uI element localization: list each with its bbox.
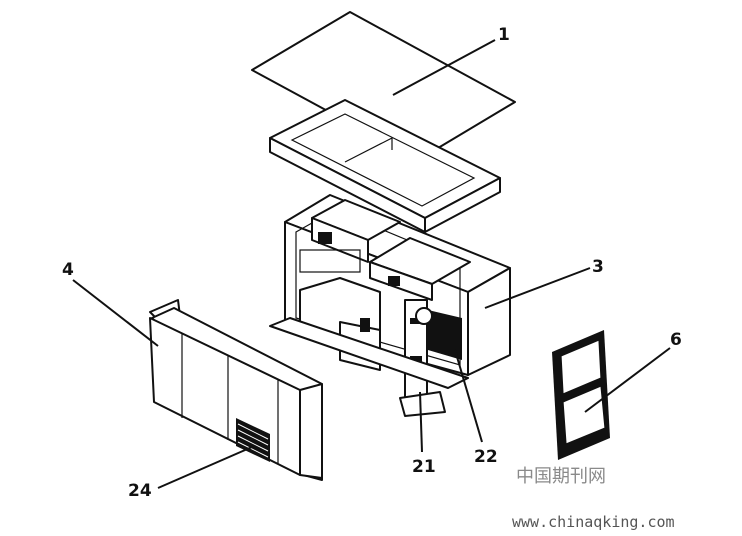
callout-4: 4 [62, 260, 74, 280]
leader-line-22 [454, 349, 483, 443]
callout-1: 1 [498, 25, 510, 45]
watermark-cn: 中国期刊网 [516, 466, 606, 487]
callout-22: 22 [474, 447, 498, 467]
leader-line-6 [584, 347, 671, 413]
callout-21: 21 [412, 457, 436, 477]
watermark-url: www.chinaqking.com [512, 513, 675, 531]
leader-line-24 [157, 446, 253, 489]
leader-line-1 [392, 39, 496, 96]
main-cabinet [269, 194, 511, 417]
leader-line-3 [484, 267, 591, 309]
front-cover-panel [149, 299, 323, 481]
leader-line-4 [72, 279, 159, 347]
vent-grille [236, 418, 270, 462]
callout-6: 6 [670, 330, 682, 350]
callout-24: 24 [128, 481, 152, 501]
callout-3: 3 [592, 257, 604, 277]
lid-frame [269, 99, 501, 233]
side-door-frame [552, 330, 610, 460]
leader-line-21 [419, 391, 423, 453]
